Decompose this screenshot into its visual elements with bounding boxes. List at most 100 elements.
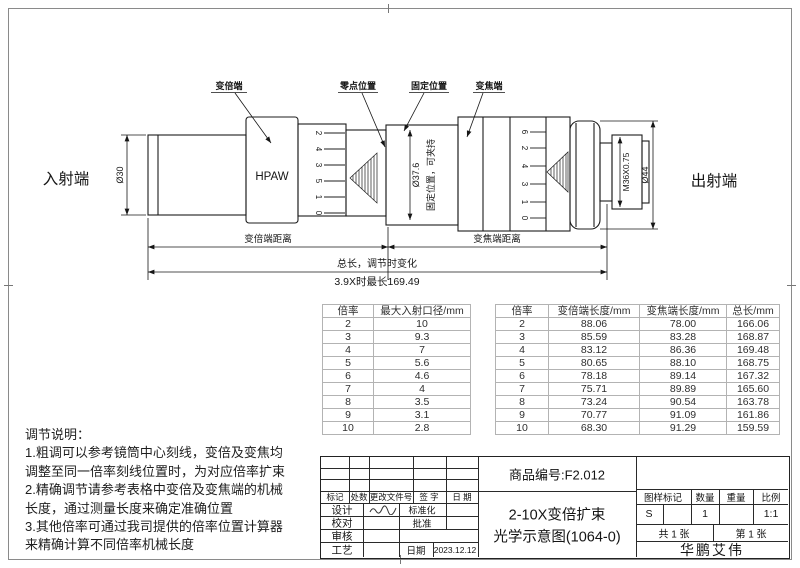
svg-text:零点位置: 零点位置 (339, 80, 376, 91)
drawing-title-line2: 光学示意图(1064-0) (493, 529, 621, 546)
table-cell: 9 (495, 408, 549, 422)
table-cell: 10 (322, 421, 374, 435)
role-standard: 标准化 (408, 505, 436, 516)
drawing-title-line1: 2-10X变倍扩束 (508, 507, 606, 524)
callout-focus-end: 变焦端 (466, 80, 505, 138)
role-check: 校对 (331, 517, 353, 530)
column-header: 变焦端长度/mm (639, 304, 727, 318)
notes-title: 调节说明： (25, 427, 91, 442)
date-label: 日期 (406, 546, 426, 557)
divider (719, 489, 720, 524)
role-approve: 批准 (412, 519, 432, 530)
svg-text:4: 4 (520, 164, 529, 169)
table-cell: 4.6 (373, 369, 471, 383)
beam-cone-icon (546, 151, 569, 193)
callout-zero-position: 零点位置 (338, 80, 386, 148)
divider (753, 489, 754, 524)
output-end-label: 出射端 (691, 172, 738, 190)
divider (433, 542, 434, 557)
divider (636, 524, 788, 525)
svg-text:1: 1 (520, 200, 529, 205)
table-cell: 4 (373, 382, 471, 396)
column-header: 变倍端长度/mm (548, 304, 640, 318)
table-cell: 70.77 (548, 408, 640, 422)
table-cell: 7 (322, 382, 374, 396)
table-cell: 2 (322, 317, 374, 331)
lens-body (147, 116, 650, 232)
date-value: 2023.12.12 (433, 545, 477, 555)
table-cell: 3 (495, 330, 549, 344)
table-cell: 7 (495, 382, 549, 396)
qty-value: 1 (702, 508, 708, 520)
rev-col-date: 日 期 (452, 492, 472, 502)
table-cell: 8 (322, 395, 374, 409)
table-cell: 5 (495, 356, 549, 370)
divider (691, 489, 692, 524)
table-cell: 165.60 (726, 382, 780, 396)
total-span-label: 总长，调节时变化 (337, 257, 417, 270)
table-cell: 83.12 (548, 343, 640, 357)
product-number: 商品编号:F2.012 (508, 467, 606, 483)
notes-line: 调整至同一倍率刻线位置时，为对应倍率扩束 (25, 463, 286, 479)
table-cell: 91.09 (639, 408, 727, 422)
callout-zoom-end: 变倍端 (211, 80, 272, 144)
svg-text:5: 5 (314, 179, 323, 184)
centering-mark-right (787, 285, 796, 286)
adjustment-notes: 调节说明： 1.粗调可以参考镜筒中心刻线，变倍及变焦均 调整至同一倍率刻线位置时… (25, 426, 325, 555)
table-cell: 83.28 (639, 330, 727, 344)
beam-cone-icon (349, 152, 378, 204)
notes-line: 来精确计算不同倍率机械长度 (25, 537, 195, 553)
title-block: 标记 处数 更改文件号 签 字 日 期 设计 校对 审核 工艺 标准化 批准 日… (320, 456, 790, 559)
table-cell: 3 (322, 330, 374, 344)
zoom-scale-digits: 2 4 3 5 1 0 (314, 131, 323, 216)
scale-value: 1:1 (763, 508, 779, 520)
dim-mid-diameter: Ø37.6 固定位置，可夹持 (407, 130, 436, 220)
svg-text:M36X0.75: M36X0.75 (621, 152, 631, 191)
designer-signature (369, 505, 397, 515)
svg-text:变焦端: 变焦端 (475, 80, 502, 91)
sheets-total: 共 1 张 (658, 529, 690, 540)
dim-output-diameter: Ø44 (600, 120, 658, 230)
svg-text:Ø30: Ø30 (115, 166, 125, 183)
divider (636, 489, 788, 490)
divider (363, 503, 364, 557)
notes-line: 2.精确调节请参考表格中变倍及变焦端的机械 (25, 482, 283, 498)
table-cell: 10 (495, 421, 549, 435)
svg-text:变倍端: 变倍端 (215, 80, 242, 91)
svg-text:2: 2 (314, 131, 323, 136)
svg-text:Ø37.6: Ø37.6 (411, 163, 421, 188)
table-cell: 9.3 (373, 330, 471, 344)
table-header-row: 倍率最大入射口径/mm (322, 304, 471, 318)
table-cell: 78.00 (639, 317, 727, 331)
table-cell: 5.6 (373, 356, 471, 370)
divider (321, 491, 478, 492)
notes-line: 1.粗调可以参考镜筒中心刻线，变倍及变焦均 (25, 445, 283, 461)
column-header: 倍率 (495, 304, 549, 318)
qty-label: 数量 (695, 493, 715, 504)
svg-text:0: 0 (520, 216, 529, 221)
table-cell: 2 (495, 317, 549, 331)
table-cell: 80.65 (548, 356, 640, 370)
divider (321, 479, 478, 480)
table-cell: 89.89 (639, 382, 727, 396)
lens-drawing: 入射端 出射端 变倍端 零点位置 固定位置 变焦端 (43, 80, 738, 288)
divider (636, 541, 788, 542)
rev-col-count: 处数 (350, 492, 368, 502)
rev-col-sign: 签 字 (419, 492, 439, 502)
zoom-span-label: 变倍端距离 (244, 233, 292, 245)
svg-text:4: 4 (314, 147, 323, 152)
column-header: 倍率 (322, 304, 374, 318)
